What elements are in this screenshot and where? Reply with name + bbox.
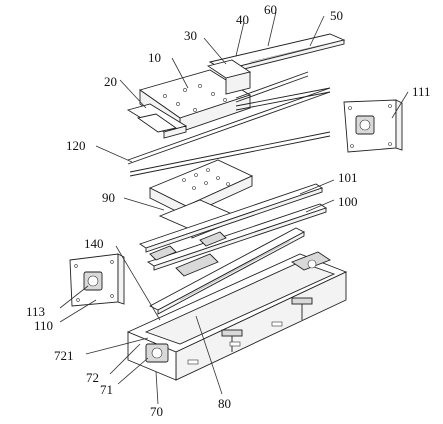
label-50: 50 [330,8,343,23]
label-113: 113 [26,304,45,319]
label-120: 120 [66,138,86,153]
label-71: 71 [100,382,113,397]
base-plate-20 [126,103,188,139]
label-101: 101 [338,170,358,185]
end-bracket-111 [343,99,403,153]
label-80: 80 [218,396,231,411]
cover-strip-80 [149,227,305,315]
label-721: 721 [54,348,74,363]
label-70: 70 [150,404,163,419]
end-plate-110 [69,253,125,307]
carriage-90 [148,159,254,239]
label-140: 140 [84,236,104,251]
guide-rails-40 [235,71,331,111]
label-72: 72 [86,370,99,385]
label-60: 60 [264,2,277,17]
long-rails-120 [127,87,331,177]
label-111: 111 [412,84,431,99]
label-10: 10 [148,50,161,65]
label-30: 30 [184,28,197,43]
linear-rail-100 [146,203,328,277]
leader-lines [59,11,409,405]
base-housing-70 [126,251,348,381]
linear-rail-101 [138,183,324,253]
label-110: 110 [34,318,53,333]
label-90: 90 [102,190,115,205]
cover-plate-50 [208,33,346,75]
label-100: 100 [338,194,358,209]
label-40: 40 [236,12,249,27]
label-20: 20 [104,74,117,89]
